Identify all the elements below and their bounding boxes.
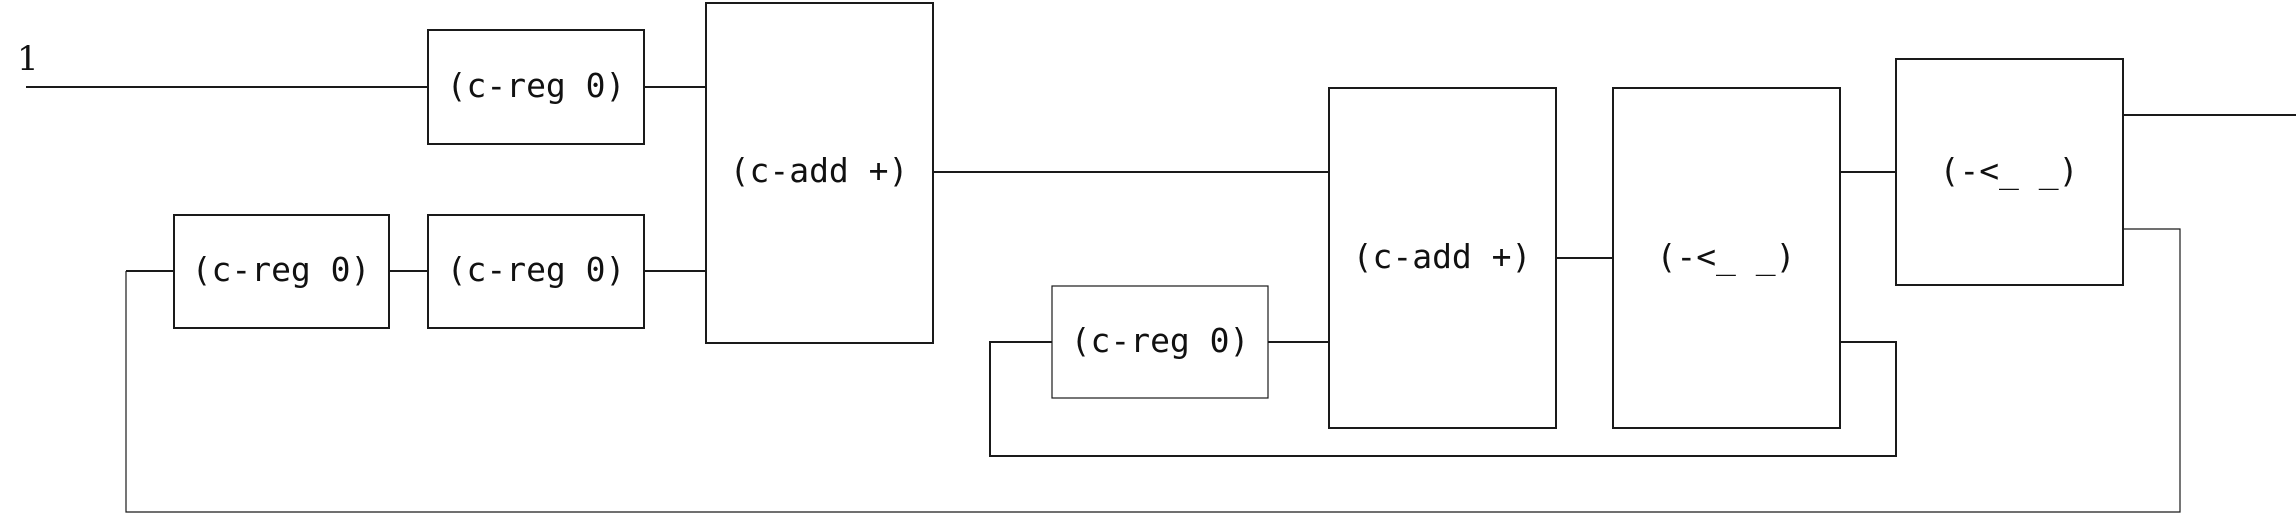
wires	[26, 86, 2296, 513]
block-reg-bottom-left-label: (c-reg 0)	[192, 250, 371, 289]
block-add-second: (c-add +)	[1328, 87, 1557, 429]
block-compare-first: (-<_ _)	[1612, 87, 1841, 429]
block-add-first-label: (c-add +)	[730, 151, 909, 190]
block-add-first: (c-add +)	[705, 2, 934, 344]
block-reg-feedback: (c-reg 0)	[1051, 285, 1269, 399]
block-compare-second: (-<_ _)	[1895, 58, 2124, 286]
wire-inner-feedback-loop	[989, 341, 1897, 457]
block-reg-bottom-mid-label: (c-reg 0)	[447, 250, 626, 289]
block-reg-top-label: (c-reg 0)	[447, 66, 626, 105]
block-reg-bottom-mid: (c-reg 0)	[427, 214, 645, 329]
block-reg-top: (c-reg 0)	[427, 29, 645, 145]
wire-outer-feedback-loop	[125, 228, 2181, 513]
block-reg-feedback-label: (c-reg 0)	[1071, 321, 1250, 360]
block-compare-first-label: (-<_ _)	[1656, 237, 1795, 277]
input-label: 1	[17, 39, 39, 79]
block-reg-bottom-left: (c-reg 0)	[173, 214, 390, 329]
block-add-second-label: (c-add +)	[1353, 237, 1532, 276]
block-compare-second-label: (-<_ _)	[1939, 151, 2078, 191]
